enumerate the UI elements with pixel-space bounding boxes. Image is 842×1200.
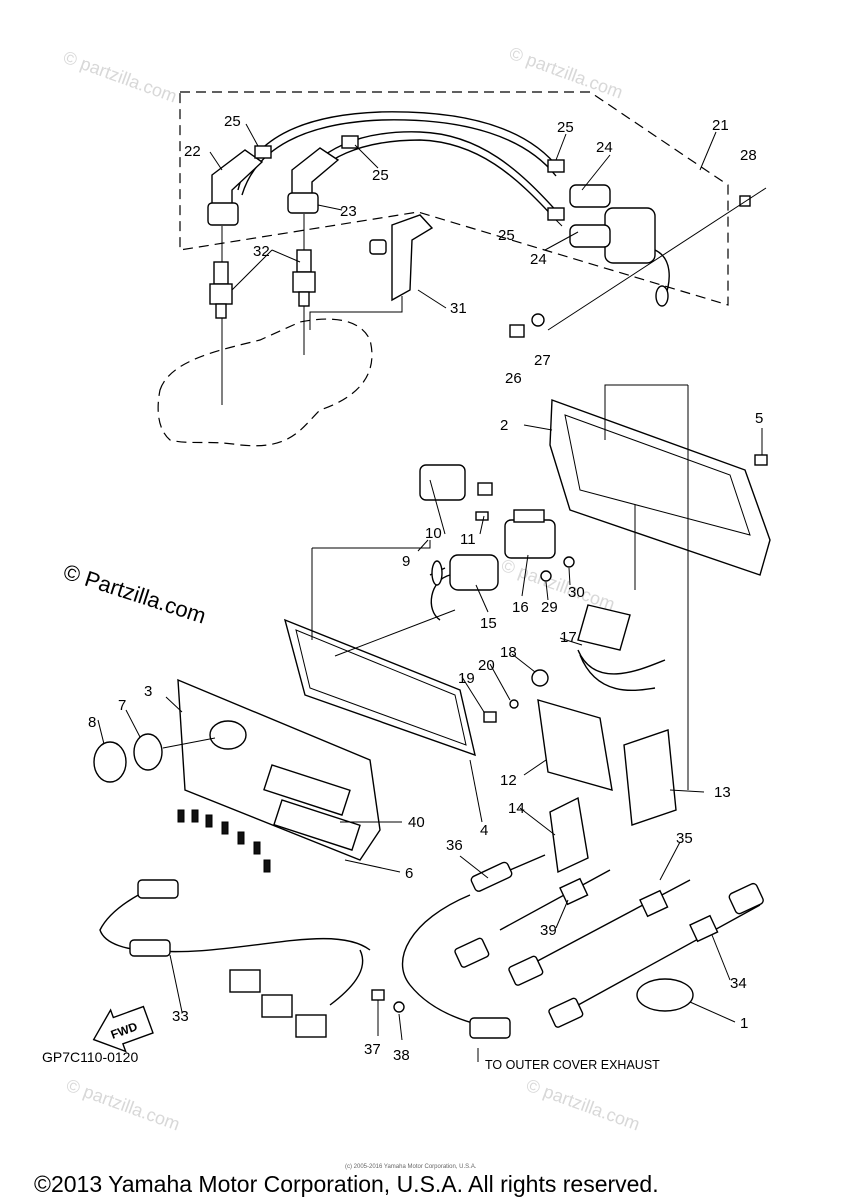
callout-25a: 25	[224, 113, 241, 130]
screw-26	[509, 324, 525, 338]
spark-plug-right	[292, 249, 316, 307]
spark-plug-left	[209, 261, 233, 319]
callout-15: 15	[480, 615, 497, 632]
bolt-5	[754, 454, 768, 466]
rectifier-10	[419, 464, 493, 521]
callout-38: 38	[393, 1047, 410, 1064]
callout-9: 9	[402, 553, 410, 570]
callout-25b: 25	[372, 167, 389, 184]
washer-27	[531, 313, 545, 327]
callout-34: 34	[730, 975, 747, 992]
electrical-box-2	[549, 399, 771, 576]
watermark-top-left: © partzilla.com	[61, 47, 180, 107]
coil-bracket-31	[369, 214, 434, 302]
callout-28: 28	[740, 147, 757, 164]
callout-1: 1	[740, 1015, 748, 1032]
callout-7: 7	[118, 697, 126, 714]
callout-25d: 25	[498, 227, 515, 244]
callout-35: 35	[676, 830, 693, 847]
callout-37: 37	[364, 1041, 381, 1058]
callout-31: 31	[450, 300, 467, 317]
sensor-39	[454, 869, 611, 968]
wiring-harness-33	[99, 809, 371, 1038]
callout-40: 40	[408, 814, 425, 831]
callout-labels: 1 2 3 4 5 6 7 8 9 10 11 12 13 14 15 16 1…	[88, 113, 763, 1064]
bolt-28	[739, 195, 751, 207]
bolt-37	[371, 989, 385, 1001]
callout-12: 12	[500, 772, 517, 789]
cdi-unit-12	[537, 699, 613, 791]
pickup-coil-17	[577, 604, 666, 692]
cover-3	[177, 678, 381, 861]
forward-arrow: FWD	[92, 1005, 154, 1053]
cap-8	[93, 741, 127, 783]
partzilla-watermark: © Partzilla.com	[60, 559, 209, 629]
callout-19: 19	[458, 670, 475, 687]
callout-18: 18	[500, 644, 517, 661]
washer-20	[509, 699, 519, 709]
callout-24a: 24	[596, 139, 613, 156]
clamps-25	[254, 135, 565, 221]
callout-4: 4	[480, 822, 488, 839]
leader-28	[547, 187, 767, 331]
callout-26: 26	[505, 370, 522, 387]
washer-30	[563, 556, 575, 568]
callout-30: 30	[568, 584, 585, 601]
sensor-34	[548, 882, 764, 1028]
cylinder-head	[157, 318, 373, 447]
relay-16	[504, 509, 556, 559]
cover-14	[549, 796, 589, 874]
clamp-18	[531, 669, 549, 687]
callout-5: 5	[755, 410, 763, 427]
callout-11: 11	[460, 531, 476, 548]
callout-33: 33	[172, 1008, 189, 1025]
plug-cap-23	[287, 147, 340, 214]
callout-20: 20	[478, 657, 495, 674]
callout-6: 6	[405, 865, 413, 882]
callout-13: 13	[714, 784, 731, 801]
callout-2: 2	[500, 417, 508, 434]
high-tension-cables	[237, 111, 561, 221]
screw-29	[540, 570, 552, 582]
diagram-reference: GP7C110-0120	[42, 1049, 138, 1065]
watermark-bottom-left: © partzilla.com	[64, 1075, 183, 1135]
group-box-21	[179, 91, 729, 306]
watermark-top-right: © partzilla.com	[507, 43, 626, 103]
sensor-35	[508, 879, 691, 986]
callout-23: 23	[340, 203, 357, 220]
washer-38	[393, 1001, 405, 1013]
plug-cap-22	[207, 149, 264, 226]
fine-print: (c) 2005-2016 Yamaha Motor Corporation, …	[345, 1164, 477, 1170]
screw-19	[483, 711, 497, 723]
callout-25c: 25	[557, 119, 574, 136]
callout-22: 22	[184, 143, 201, 160]
callout-8: 8	[88, 714, 96, 731]
gasket-4	[283, 618, 476, 757]
callout-32: 32	[253, 243, 270, 260]
starter-relay-15	[429, 554, 499, 621]
exhaust-note: TO OUTER COVER EXHAUST	[485, 1058, 660, 1072]
callout-29: 29	[541, 599, 558, 616]
callout-24b: 24	[530, 251, 547, 268]
bracket-13	[623, 729, 677, 826]
callout-21: 21	[712, 117, 729, 134]
callout-10: 10	[425, 525, 442, 542]
hose-clamp-1	[636, 978, 694, 1012]
ignition-coil	[569, 184, 670, 307]
callout-16: 16	[512, 599, 529, 616]
callout-36: 36	[446, 837, 463, 854]
seal-7	[133, 733, 163, 771]
copyright-notice: ©2013 Yamaha Motor Corporation, U.S.A. A…	[34, 1171, 659, 1197]
callout-39: 39	[540, 922, 557, 939]
callout-27: 27	[534, 352, 551, 369]
callout-3: 3	[144, 683, 152, 700]
callout-17: 17	[560, 629, 577, 646]
sensor-36	[401, 854, 546, 1039]
callout-14: 14	[508, 800, 525, 817]
watermark-bottom-right: © partzilla.com	[524, 1075, 643, 1135]
